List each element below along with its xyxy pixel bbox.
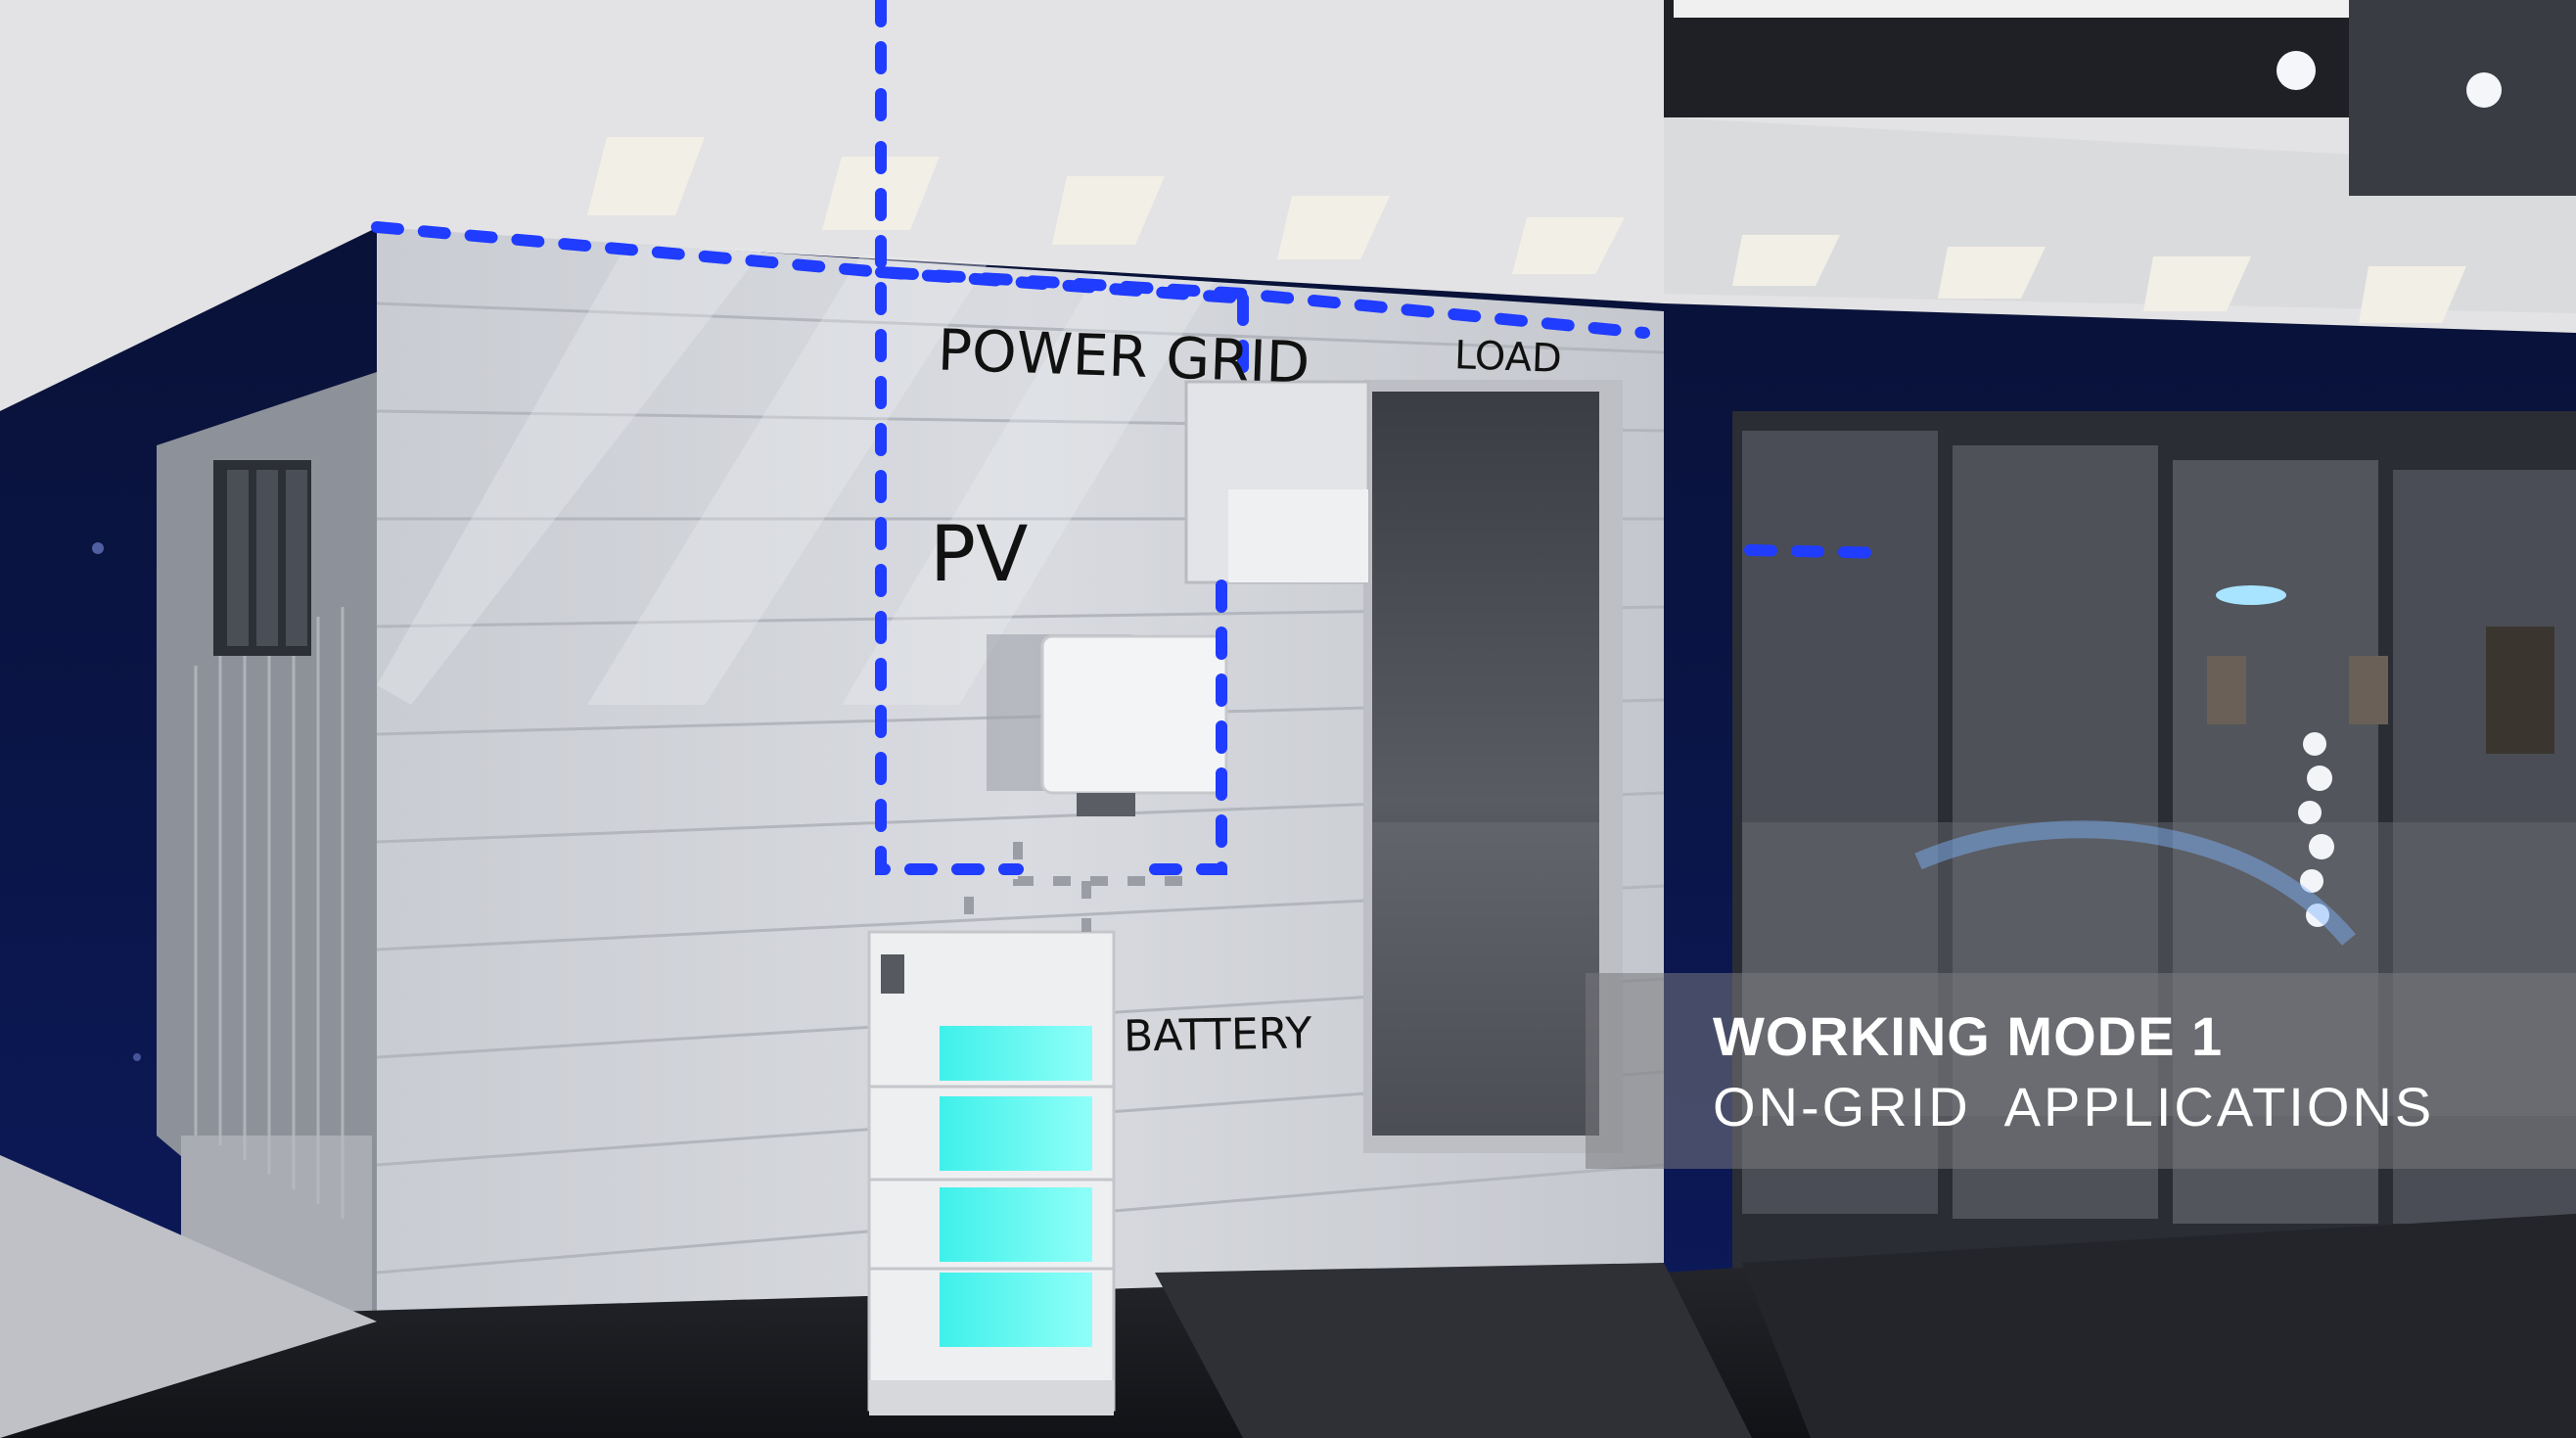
energy-flow-lines	[371, 0, 1895, 875]
inverter-unit	[987, 634, 1228, 816]
working-mode-subtitle: ON-GRID APPLICATIONS	[1713, 1076, 2435, 1137]
working-mode-title: WORKING MODE 1	[1713, 1005, 2224, 1067]
power-grid-label: POWER GRID	[936, 316, 1311, 396]
battery-cell-3	[940, 1187, 1092, 1262]
battery-label: BATTERY	[1123, 1008, 1312, 1062]
load-label: LOAD	[1453, 333, 1563, 382]
battery-cell-1	[940, 1026, 1092, 1081]
battery-stack	[867, 930, 1116, 1415]
battery-link-lines	[964, 842, 1184, 932]
battery-cell-4	[940, 1273, 1092, 1347]
working-mode-panel: WORKING MODE 1 ON-GRID APPLICATIONS	[1586, 973, 2576, 1169]
battery-cell-2	[940, 1096, 1092, 1171]
pv-label: PV	[930, 511, 1029, 599]
power-grid-box	[1184, 380, 1370, 584]
